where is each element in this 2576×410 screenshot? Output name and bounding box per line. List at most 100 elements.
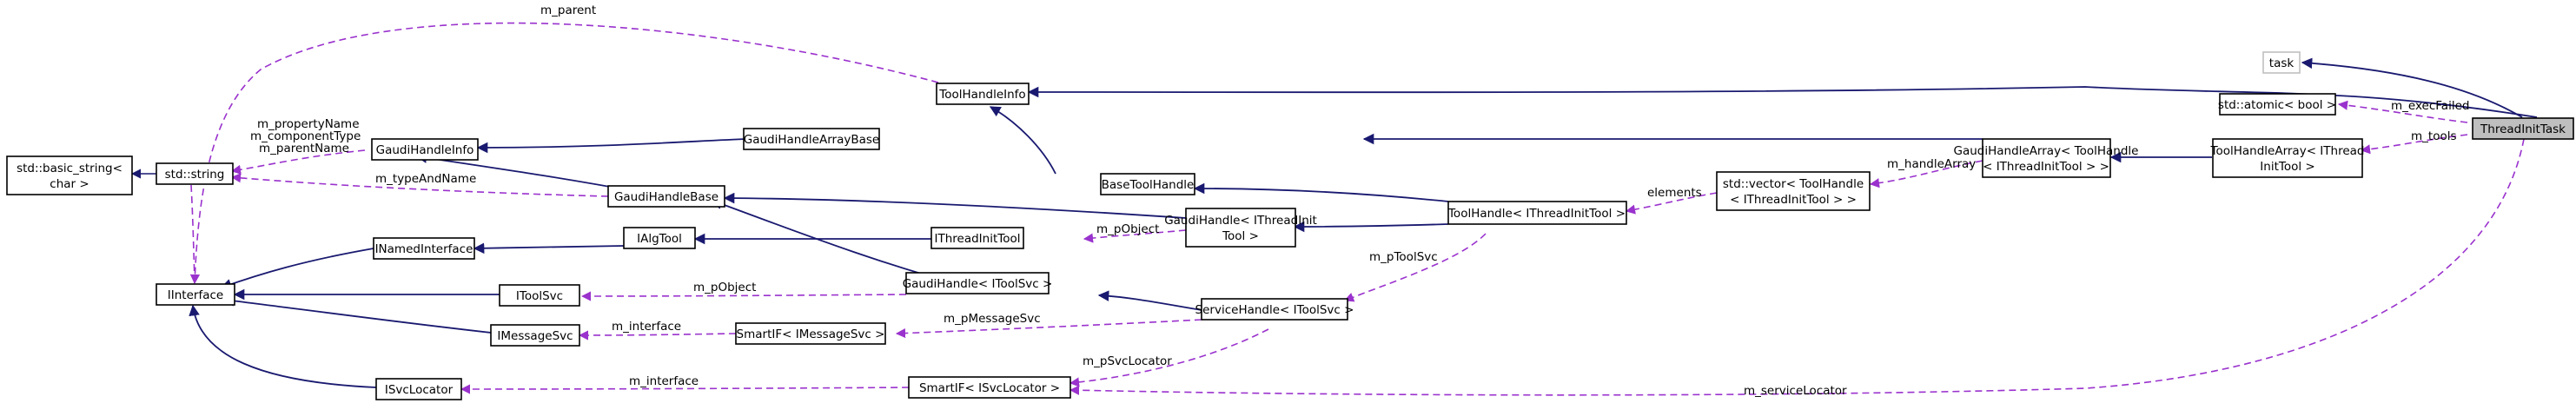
edge-servicehandle-smartif-imessagesvc — [895, 319, 1202, 339]
node-task[interactable]: task — [2262, 51, 2301, 74]
label-m-tools: m_tools — [2411, 129, 2457, 143]
edge-toolhandleinfo-iinterface-parent — [189, 22, 939, 285]
node-basetoolhandle[interactable]: BaseToolHandle — [1100, 173, 1195, 195]
node-label: std::atomic< bool > — [2218, 98, 2336, 112]
node-gaudihandle-itoolsvc[interactable]: GaudiHandle< IToolSvc > — [903, 272, 1053, 294]
label-elements: elements — [1647, 186, 1702, 200]
node-label: GaudiHandleArrayBase — [744, 133, 879, 147]
label-m-p-object-2: m_pObject — [693, 281, 756, 294]
node-isvclocator[interactable]: ISvcLocator — [375, 378, 462, 400]
edge-threadinittask-smartif-isvclocator — [1069, 138, 2525, 396]
edge-threadinittask-toolhandleinfo — [1027, 86, 2538, 118]
node-imessagesvc[interactable]: IMessageSvc — [490, 324, 580, 347]
node-label-line1: GaudiHandleArray< ToolHandle — [1953, 144, 2138, 158]
node-label: std::string — [165, 168, 225, 182]
node-itoolsvc[interactable]: IToolSvc — [499, 284, 580, 307]
label-m-handle-array: m_handleArray — [1887, 157, 1976, 171]
edge-imessagesvc-iinterface — [222, 295, 492, 334]
node-gaudihandleinfo[interactable]: GaudiHandleInfo — [371, 138, 479, 161]
node-gaudihandle-ithreadinittool[interactable]: GaudiHandle< IThreadInit Tool > — [1164, 208, 1317, 248]
node-label: IInterface — [168, 288, 223, 302]
edge-gaudihandle-threadinit-ithreadinittool — [1083, 229, 1187, 243]
edge-gaudihandle-itoolsvc-itoolsvc — [580, 291, 907, 301]
node-label: IMessageSvc — [497, 329, 573, 343]
node-label: GaudiHandleBase — [614, 190, 718, 204]
node-label: SmartIF< IMessageSvc > — [737, 327, 885, 341]
node-iinterface[interactable]: IInterface — [156, 283, 235, 306]
node-toolhandlearray-ithreadinittool[interactable]: ToolHandleArray< IThread InitTool > — [2210, 138, 2365, 178]
node-label: BaseToolHandle — [1102, 178, 1195, 192]
label-m-p-object-1: m_pObject — [1096, 222, 1159, 236]
node-servicehandle-itoolsvc[interactable]: ServiceHandle< IToolSvc > — [1195, 298, 1354, 321]
node-label-line2: < IThreadInitTool > > — [1983, 160, 2109, 174]
edge-smartif-isvclocator-isvclocator — [460, 384, 910, 394]
node-smartif-imessagesvc[interactable]: SmartIF< IMessageSvc > — [735, 322, 886, 345]
node-label: IAlgTool — [637, 232, 682, 246]
edge-inamedinterface-iinterface — [220, 248, 374, 290]
edge-basetoolhandle-toolhandleinfo — [989, 106, 1056, 175]
node-label-line2: InitTool > — [2260, 160, 2314, 174]
label-m-component-type: m_componentType — [250, 129, 361, 143]
node-std-string[interactable]: std::string — [156, 162, 234, 185]
edge-gaudihandle-threadinit-gaudihandlebase — [723, 192, 1187, 219]
label-m-parent: m_parent — [540, 3, 596, 17]
edge-labels: m_parent m_execFailed m_tools m_handleAr… — [250, 3, 2469, 398]
node-label: SmartIF< ISvcLocator > — [919, 381, 1060, 395]
edge-threadinittask-task — [2301, 57, 2523, 118]
node-label: IToolSvc — [516, 289, 563, 303]
node-label: GaudiHandleInfo — [376, 143, 474, 157]
node-label-line1: GaudiHandle< IThreadInit — [1164, 214, 1317, 228]
label-m-interface-2: m_interface — [629, 374, 699, 388]
edge-smartif-imessagesvc-imessagesvc — [578, 330, 737, 341]
edge-vector-gha — [1869, 160, 1983, 188]
edge-gaudihandlebase-std-string — [230, 173, 609, 197]
node-ialgtool[interactable]: IAlgTool — [623, 227, 696, 249]
edge-toolhandle-gaudihandle-threadinit — [1293, 221, 1449, 233]
edge-tha-threadinittask — [2360, 134, 2468, 155]
node-label: ThreadInitTask — [2480, 122, 2566, 136]
label-m-p-tool-svc: m_pToolSvc — [1369, 250, 1438, 264]
node-smartif-isvclocator[interactable]: SmartIF< ISvcLocator > — [908, 376, 1071, 399]
node-label: task — [2269, 56, 2295, 70]
label-m-exec-failed: m_execFailed — [2391, 99, 2469, 113]
node-label-line1: std::basic_string< — [17, 162, 123, 175]
node-basic-string[interactable]: std::basic_string< char > — [6, 155, 133, 195]
inheritance-edges — [189, 57, 2538, 388]
node-threadinittask[interactable]: ThreadInitTask — [2472, 117, 2574, 140]
edge-toolhandle-vector — [1625, 192, 1718, 215]
edge-std-string-iinterface — [190, 184, 195, 284]
node-label-line2: Tool > — [1222, 229, 1259, 243]
edge-ialgtool-inamedinterface — [473, 242, 625, 255]
label-m-property-name: m_propertyName — [257, 117, 360, 131]
nodes: ThreadInitTask task std::atomic< bool > … — [6, 51, 2574, 400]
node-gaudihandlearray-toolhandle[interactable]: GaudiHandleArray< ToolHandle < IThreadIn… — [1953, 138, 2139, 178]
edge-gaudihandlearraybase-gaudihandleinfo — [476, 138, 748, 154]
node-label-line2: char > — [50, 177, 89, 191]
node-label: ToolHandle< IThreadInitTool > — [1447, 207, 1626, 221]
node-label: ServiceHandle< IToolSvc > — [1195, 303, 1354, 317]
node-label-line1: std::vector< ToolHandle — [1723, 177, 1864, 191]
node-vector-toolhandle[interactable]: std::vector< ToolHandle < IThreadInitToo… — [1716, 171, 1871, 211]
edge-servicehandle-smartif-isvclocator — [1069, 328, 1269, 387]
node-inamedinterface[interactable]: INamedInterface — [373, 237, 475, 260]
label-m-p-svc-locator: m_pSvcLocator — [1083, 354, 1172, 368]
node-atomic-bool[interactable]: std::atomic< bool > — [2218, 93, 2336, 116]
node-toolhandleinfo[interactable]: ToolHandleInfo — [936, 83, 1030, 105]
node-ithreadinittool[interactable]: IThreadInitTool — [930, 227, 1024, 249]
edge-toolhandle-basetoolhandle — [1193, 182, 1449, 202]
edge-toolhandle-servicehandle — [1343, 233, 1487, 302]
label-m-service-locator: m_serviceLocator — [1744, 384, 1847, 398]
label-m-p-message-svc: m_pMessageSvc — [944, 312, 1041, 326]
label-m-interface-1: m_interface — [612, 320, 681, 334]
node-label: GaudiHandle< IToolSvc > — [903, 277, 1053, 291]
node-label: ToolHandleInfo — [938, 88, 1025, 102]
node-label-line1: ToolHandleArray< IThread — [2210, 144, 2365, 158]
edge-isvclocator-iinterface — [189, 304, 377, 388]
edge-atomic-threadinittask — [2337, 100, 2468, 123]
node-label: ISvcLocator — [385, 383, 454, 397]
node-gaudihandlebase[interactable]: GaudiHandleBase — [607, 185, 725, 208]
node-gaudihandlearraybase[interactable]: GaudiHandleArrayBase — [743, 128, 880, 150]
node-toolhandle-ithreadinittool[interactable]: ToolHandle< IThreadInitTool > — [1447, 201, 1627, 225]
node-label-line2: < IThreadInitTool > > — [1730, 193, 1857, 207]
label-m-parent-name: m_parentName — [259, 142, 349, 155]
